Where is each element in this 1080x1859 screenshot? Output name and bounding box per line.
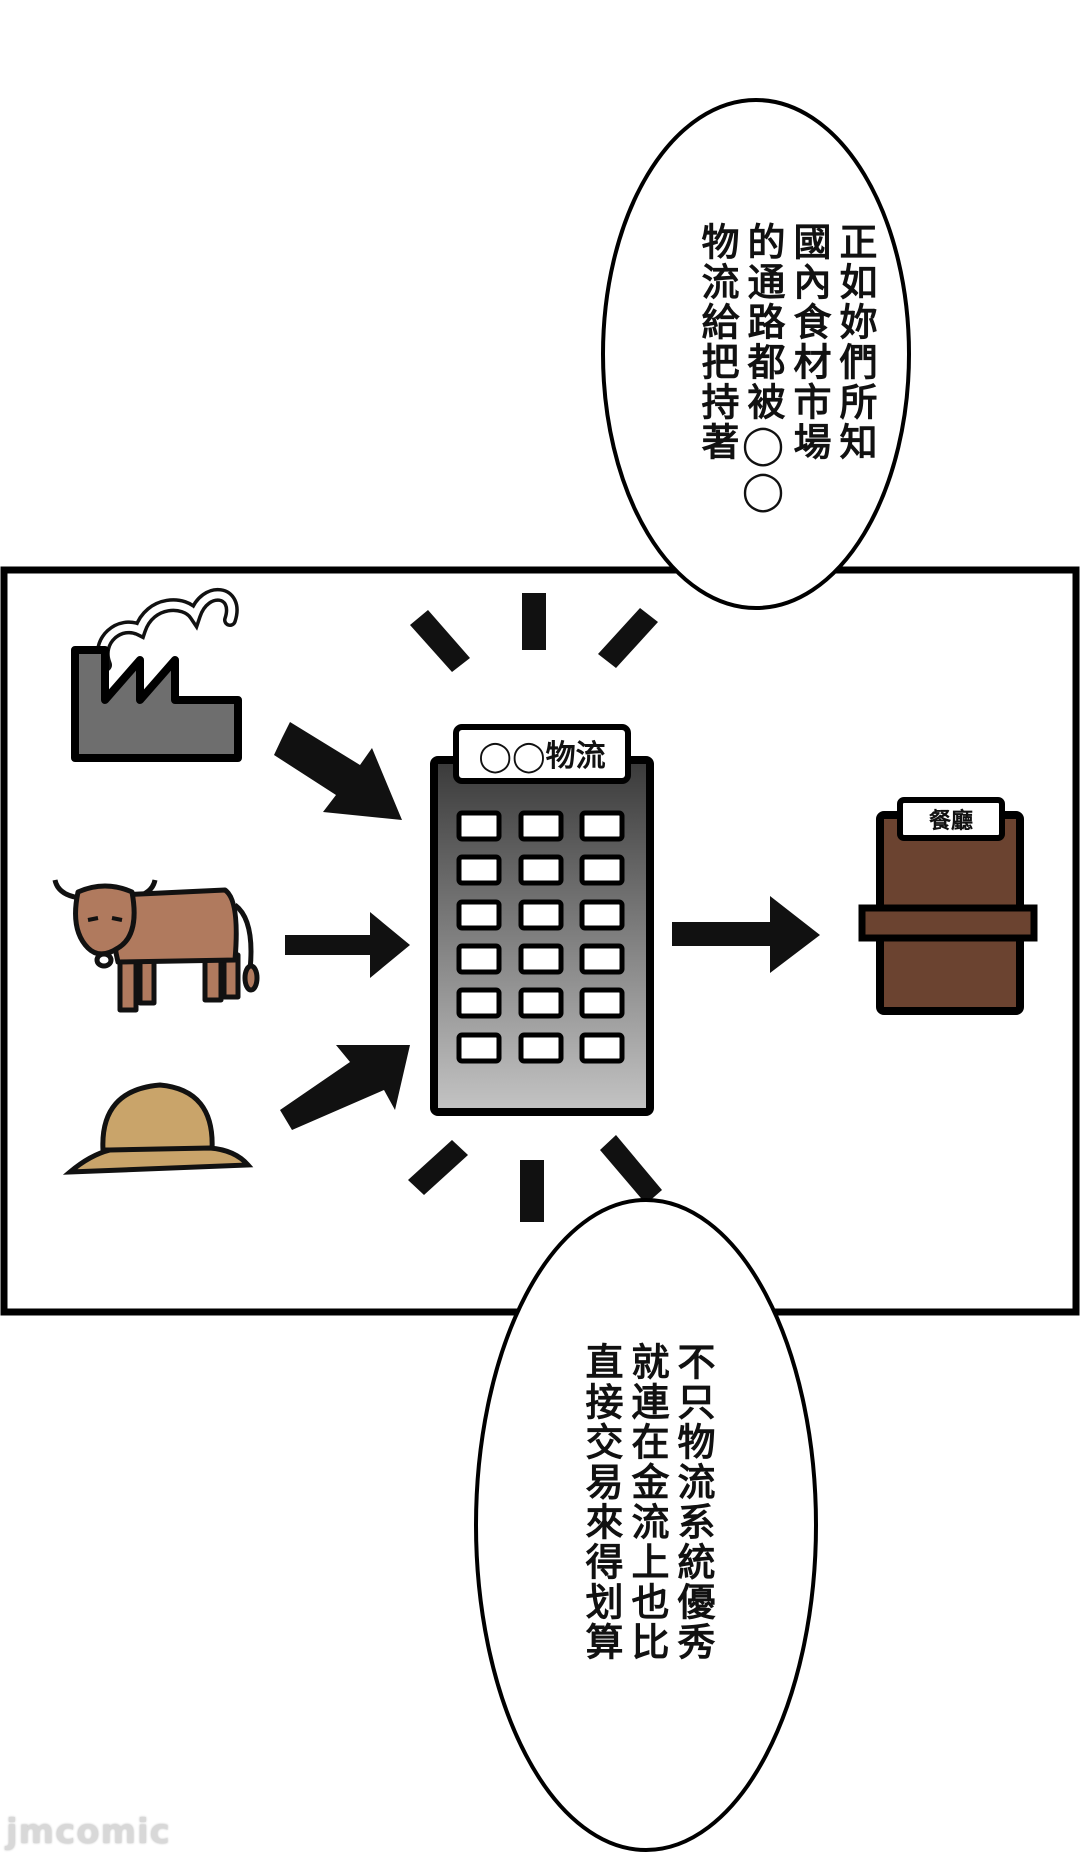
- arrow-cow-to-logistics: [285, 912, 410, 978]
- speech-line: 的通路都被◯◯: [741, 222, 785, 514]
- straw-hat-icon: [62, 1082, 254, 1175]
- speech-line: 就連在金流上也比: [625, 1342, 669, 1662]
- watermark: jmcomic: [6, 1812, 171, 1852]
- speech-bubble-bottom: [474, 1198, 818, 1852]
- speech-line: 物流給把持著: [695, 222, 739, 462]
- speech-text-bottom: 不只物流系統優秀 就連在金流上也比 直接交易來得划算: [578, 1342, 716, 1662]
- arrow-factory-to-logistics: [274, 722, 402, 820]
- speech-bubble-top: [601, 98, 911, 610]
- burst-lines: [408, 593, 662, 1222]
- speech-line: 不只物流系統優秀: [671, 1342, 715, 1662]
- speech-line: 正如妳們所知: [833, 222, 877, 462]
- speech-line: 直接交易來得划算: [579, 1342, 623, 1662]
- logistics-sign: ◯◯物流: [478, 739, 605, 774]
- speech-text-top: 正如妳們所知 國內食材市場 的通路都被◯◯ 物流給把持著: [694, 222, 878, 514]
- restaurant-sign: 餐廳: [929, 808, 973, 834]
- logistics-building: ◯◯物流: [430, 724, 654, 1116]
- arrow-hat-to-logistics: [280, 1045, 410, 1130]
- arrow-logistics-to-restaurant: [672, 896, 820, 973]
- speech-line: 國內食材市場: [787, 222, 831, 462]
- cow-icon: [52, 879, 260, 1013]
- factory-icon: [71, 588, 242, 762]
- restaurant-building: 餐廳: [858, 797, 1038, 1015]
